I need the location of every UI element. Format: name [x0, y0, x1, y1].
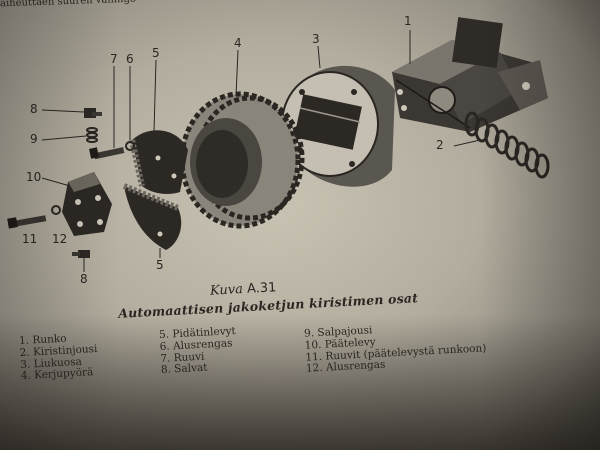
callout-9: 9: [30, 132, 38, 146]
callout-4: 4: [234, 36, 242, 50]
parts-legend-column-2: 5. Pidätinlevyt 6. Alusrengas 7. Ruuvi 8…: [159, 325, 238, 377]
part-latch-upper-illustration: [84, 108, 102, 118]
caption-word: Kuva: [209, 282, 244, 299]
callout-8-lower: 8: [80, 272, 88, 286]
callout-8-upper: 8: [30, 102, 38, 116]
part-bolts-illustration: [7, 215, 47, 229]
part-detent-plate-lower-illustration: [122, 183, 182, 250]
part-detent-spring-illustration: [86, 127, 98, 143]
part-washer-2-illustration: [51, 205, 61, 215]
part-sprocket-illustration: [179, 91, 305, 229]
callout-10: 10: [26, 170, 42, 184]
callout-7: 7: [110, 52, 118, 66]
callout-5-lower: 5: [156, 258, 164, 272]
callout-6: 6: [126, 52, 134, 66]
callout-5-upper: 5: [152, 46, 160, 60]
callout-3: 3: [312, 32, 320, 46]
part-spring-illustration: [464, 111, 550, 179]
callout-1: 1: [404, 14, 412, 28]
callout-12: 12: [52, 232, 68, 246]
callout-11: 11: [22, 232, 38, 246]
parts-legend-column-3: 9. Salpajousi 10. Päätelevy 11. Ruuvit (…: [304, 319, 487, 376]
part-detent-plate-upper-illustration: [129, 130, 188, 194]
part-end-plate-illustration: [62, 172, 112, 236]
part-latch-lower-illustration: [72, 250, 90, 258]
part-screw-illustration: [89, 147, 125, 160]
caption-number: A.31: [246, 280, 277, 297]
callout-2: 2: [436, 138, 444, 152]
parts-legend-column-1: 1. Runko 2. Kiristinjousi 3. Liukuosa 4.…: [19, 332, 99, 383]
